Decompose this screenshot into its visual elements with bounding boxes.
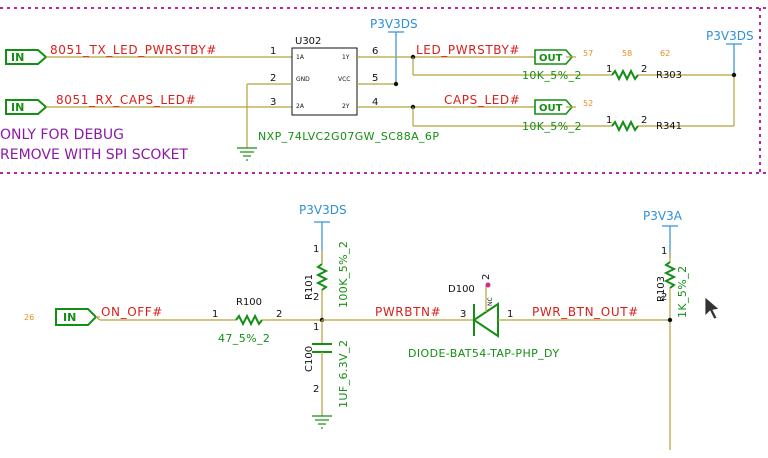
net-label-rx-caps: 8051_RX_CAPS_LED# [56,93,196,107]
d100-nc-label: NC [487,297,494,306]
chip-part-number: NXP_74LVC2G07GW_SC88A_6P [258,130,439,143]
power-arrow-icon-pullup [726,43,742,75]
ground-icon-top [237,147,257,161]
r103-pin2: 2 [661,292,667,303]
r341-pin2: 2 [641,115,647,126]
r103-value: 1K_5%_2 [676,266,689,318]
input-port-tx-led[interactable]: IN [5,49,48,65]
net-label-led-pwrstby: LED_PWRSTBY# [416,43,520,57]
pin-num-4: 4 [372,97,378,108]
d100-ref: D100 [448,284,475,295]
resistor-r103[interactable] [663,261,677,289]
r100-value: 47_5%_2 [218,332,270,345]
supply-label-r103: P3V3A [643,209,683,223]
svg-text:OUT: OUT [539,103,563,114]
pin-name-1a: 1A [296,54,305,61]
debug-note-line1: ONLY FOR DEBUG [0,127,124,143]
r341-pin1: 1 [606,115,612,126]
net-label-pwrbtn: PWRBTN# [375,305,441,319]
supply-label-chip-vcc: P3V3DS [370,17,418,31]
resistor-r341[interactable] [611,119,639,133]
r103-pin1: 1 [661,246,667,257]
r103-ref: R103 [656,276,667,302]
supply-label-pullup: P3V3DS [706,29,754,43]
power-arrow-icon-chip-vcc [388,31,404,84]
d100-part-number: DIODE-BAT54-TAP-PHP_DY [408,347,559,360]
d100-pin1: 1 [507,309,513,320]
debug-note-line2: REMOVE WITH SPI SCOKET [0,147,188,163]
c100-pin1: 1 [313,322,319,333]
input-port-rx-caps[interactable]: IN [5,99,48,115]
d100-pin2: 2 [481,274,492,280]
pin-name-vcc: VCC [338,76,350,83]
input-port-on-off[interactable]: IN [55,308,98,326]
pin-num-3: 3 [270,97,276,108]
svg-text:IN: IN [11,101,24,114]
resistor-r100[interactable] [235,313,263,327]
r101-pin2: 2 [313,292,319,303]
output-port-led-pwrstby[interactable]: OUT [534,49,574,65]
r100-pin2: 2 [276,309,282,320]
net-label-caps-led: CAPS_LED# [444,93,520,107]
pin-num-6: 6 [372,46,378,57]
r303-value: 10K_5%_2 [522,69,582,82]
pin-name-1y: 1Y [342,54,350,61]
pin-name-2a: 2A [296,103,305,110]
page-ref-62: 62 [660,49,670,58]
chip-u302[interactable] [291,47,358,116]
r101-ref: R101 [304,274,315,300]
pin-name-2y: 2Y [342,103,350,110]
page-ref-58: 58 [622,49,632,58]
pin-num-1: 1 [270,46,276,57]
chip-ref: U302 [295,36,321,47]
svg-text:IN: IN [63,311,76,324]
resistor-r303[interactable] [611,68,639,82]
page-ref-52: 52 [583,99,593,108]
capacitor-c100[interactable] [312,343,332,353]
supply-label-r101: P3V3DS [299,203,347,217]
page-ref-26: 26 [24,313,34,322]
c100-pin2: 2 [313,384,319,395]
d100-pin3: 3 [460,309,466,320]
net-label-pwr-btn-out: PWR_BTN_OUT# [532,305,639,319]
r303-ref: R303 [656,70,682,81]
r303-pin1: 1 [606,64,612,75]
r101-pin1: 1 [313,244,319,255]
r100-pin1: 1 [212,309,218,320]
c100-ref: C100 [304,346,315,372]
net-label-tx-led: 8051_TX_LED_PWRSTBY# [50,43,217,57]
r101-value: 100K_5%_2 [337,241,350,308]
r341-ref: R341 [656,121,682,132]
c100-value: 1UF_6.3V_2 [337,340,350,408]
pin-num-5: 5 [372,73,378,84]
ground-icon-bottom [312,415,332,429]
page-ref-57: 57 [583,49,593,58]
svg-text:OUT: OUT [539,53,563,64]
resistor-r101[interactable] [315,263,329,291]
r341-value: 10K_5%_2 [522,120,582,133]
mouse-pointer-icon [704,296,720,320]
no-connect-icon [485,282,491,288]
net-label-on-off: ON_OFF# [101,305,163,319]
pin-num-2: 2 [270,73,276,84]
r303-pin2: 2 [641,64,647,75]
pin-name-gnd: GND [296,76,310,83]
svg-text:IN: IN [11,51,24,64]
r100-ref: R100 [236,297,262,308]
output-port-caps-led[interactable]: OUT [534,99,574,115]
